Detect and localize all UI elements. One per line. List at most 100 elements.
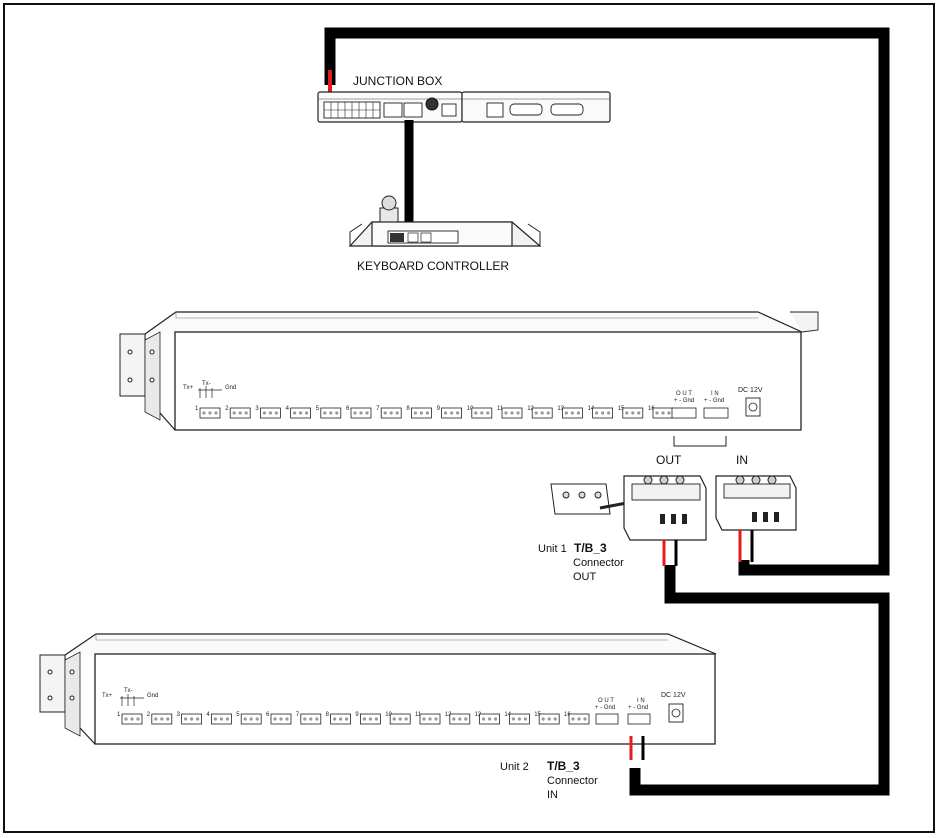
cable-junction-to-unit1-in [324,27,890,576]
unit2-txm-label: Tx- [124,688,133,694]
unit1-in-terminal [703,407,729,419]
junction-box [317,91,611,123]
unit2-port-11-pin [422,717,426,721]
unit2-port-4-pin [213,717,217,721]
junction-box-label: JUNCTION BOX [353,74,442,88]
unit1-port-number-8: 8 [406,406,410,412]
unit1-port-13-pin [564,411,569,415]
unit1-port-number-11: 11 [497,406,504,412]
unit1-port-9-pin [456,411,460,415]
unit1-port-7-pin [395,411,399,415]
unit2-port-number-1: 1 [117,712,121,718]
unit1-port-number-1: 1 [195,406,199,412]
unit1-port-5-pin [323,411,327,415]
unit1-port-3-pin [262,411,266,415]
unit2-port-2-pin [154,717,158,721]
unit2-connector-label: Connector [547,775,598,787]
unit1-port-10-pin [480,411,484,415]
unit1-tb-label: T/B_3 [574,541,607,555]
unit1-port-11-pin [510,411,514,415]
unit2-port-7-pin [303,717,307,721]
unit1-port-8-pin [425,411,429,415]
unit1-port-3-pin [274,411,278,415]
connector-plug-out [623,475,707,541]
unit2-port-6-pin [285,717,289,721]
unit1-port-number-12: 12 [527,406,534,412]
unit2-port-number-15: 15 [534,712,541,718]
unit2-port-14-pin [523,717,528,721]
unit1-port-number-16: 16 [648,406,655,412]
unit2-port-number-6: 6 [266,712,270,718]
unit1-port-number-14: 14 [588,406,595,412]
unit2-port-16-pin [577,717,581,721]
cable-unit1-out-to-unit2-in [629,565,890,796]
unit1-port-number-5: 5 [316,406,320,412]
unit1-port-6-pin [365,411,369,415]
unit2-txp-label: Tx+ [102,693,113,699]
unit2-label: Unit 2 [500,761,529,773]
unit1-port-1-pin [202,411,206,415]
unit2-port-number-10: 10 [385,712,392,718]
unit2-port-13-pin [494,717,498,721]
unit1-port-1-pin [208,411,212,415]
unit2-port-10-pin [398,717,402,721]
unit2-port-10-pin [404,717,408,721]
unit2-port-number-11: 11 [415,712,422,718]
unit2-dc-label: DC 12V [661,692,686,699]
unit2-port-15-pin [541,717,545,721]
unit1-port-1-pin [214,411,218,415]
unit2-port-number-4: 4 [206,712,210,718]
unit2-port-3-pin [196,717,200,721]
unit1-port-7-pin [389,411,393,415]
unit1-port-number-10: 10 [467,406,474,412]
unit1-port-12-pin [546,411,550,415]
unit2-port-6-pin [279,717,283,721]
unit2-port-5-pin [255,717,259,721]
unit2-port-number-16: 16 [564,712,571,718]
unit1-port-number-13: 13 [557,406,564,412]
unit2-port-1-pin [130,717,134,721]
unit2-port-2-pin [166,717,170,721]
unit2-port-8-pin [345,717,349,721]
unit1-port-12-pin [540,411,544,415]
unit2-port-13-pin [488,717,492,721]
unit1-port-14-pin [601,411,605,415]
unit1-port-label: OUT [573,571,597,583]
unit1-port-4-pin [293,411,297,415]
unit2-port-9-pin [362,717,366,721]
unit2-port-3-pin [190,717,194,721]
unit2-port-number-2: 2 [147,712,151,718]
unit2-port-10-pin [392,717,396,721]
unit1-port-13-pin [570,411,575,415]
keyboard-controller [348,195,542,247]
unit2-port-number-7: 7 [296,712,300,718]
unit1-port-number-15: 15 [618,406,625,412]
unit2-port-7-pin [315,717,319,721]
unit2-port-11-pin [434,717,438,721]
unit1-port-16-pin [655,411,659,415]
unit2-port-number-9: 9 [355,712,359,718]
unit2-port-5-pin [243,717,247,721]
unit2-port-12-pin [458,717,462,721]
unit1-port-9-pin [444,411,448,415]
terminal-strip-detail [550,483,633,515]
unit2-port-4-pin [225,717,229,721]
unit2-dc-jack [668,703,684,723]
unit1-txp-label: Tx+ [183,385,194,391]
unit2-port-12-pin [464,717,468,721]
unit1-dc-label: DC 12V [738,387,763,394]
unit1-port-8-pin [413,411,417,415]
unit2-port-8-pin [333,717,337,721]
unit1-port-7-pin [383,411,387,415]
unit2-gnd-label: Gnd [147,693,158,699]
unit2-out-pm: + - Gnd [595,705,615,711]
unit1-port-13-pin [576,411,581,415]
unit1-port-9-pin [450,411,454,415]
unit1-txm-label: Tx- [202,381,211,387]
unit1-port-2-pin [232,411,236,415]
unit1-dc-jack [745,397,761,417]
unit1-port-6-pin [359,411,363,415]
unit2-port-15-pin [547,717,551,721]
